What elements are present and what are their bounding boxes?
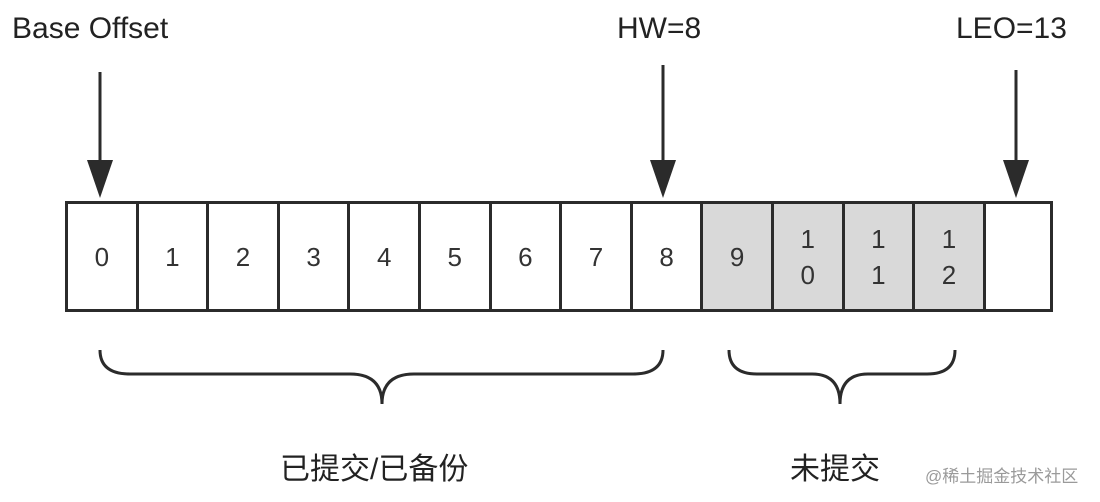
offset-cell: 2: [209, 204, 280, 309]
watermark: @稀土掘金技术社区: [925, 467, 1079, 486]
offset-cell-label: 9: [729, 241, 745, 272]
offset-cell: 1: [138, 204, 210, 309]
offset-cell: 7: [562, 204, 633, 309]
offset-cell-label: 1: [165, 241, 180, 272]
offset-cell-label: 10: [800, 223, 815, 290]
high-watermark-arrow: [650, 65, 676, 198]
offset-cell: 9: [703, 204, 774, 309]
offset-cell-label: 8: [659, 241, 674, 272]
base-offset-arrow: [87, 72, 113, 198]
offset-cell-label: 7: [588, 241, 604, 272]
offset-cell-label: 3: [306, 241, 321, 272]
offset-cell: 4: [350, 204, 421, 309]
base-offset-label: Base Offset: [12, 12, 169, 45]
offset-cell: [985, 204, 1050, 309]
offset-cell: 10: [773, 204, 845, 309]
offset-cell: 6: [491, 204, 563, 309]
offset-cell-label: 6: [518, 241, 533, 272]
committed-brace: [98, 349, 665, 405]
offset-cell-label: 2: [235, 241, 251, 272]
offset-cell-label: 0: [94, 241, 110, 272]
offset-cell: 11: [844, 204, 916, 309]
offset-cell: 3: [279, 204, 351, 309]
offset-cell: 0: [68, 204, 139, 309]
offset-cell-label: 12: [941, 223, 957, 290]
log-end-offset-label: LEO=13: [956, 12, 1067, 45]
offset-cell: 5: [420, 204, 492, 309]
uncommitted-label: 未提交: [790, 453, 880, 486]
offset-cell-label: 11: [871, 223, 886, 290]
high-watermark-label: HW=8: [617, 12, 702, 45]
log-end-offset-arrow: [1003, 70, 1029, 198]
committed-label: 已提交/已备份: [280, 453, 469, 486]
offset-cell-label: 5: [447, 241, 462, 272]
offset-cell: 12: [915, 204, 986, 309]
offset-cell: 8: [632, 204, 704, 309]
uncommitted-brace: [727, 349, 957, 405]
offset-cell-label: 4: [376, 241, 392, 272]
